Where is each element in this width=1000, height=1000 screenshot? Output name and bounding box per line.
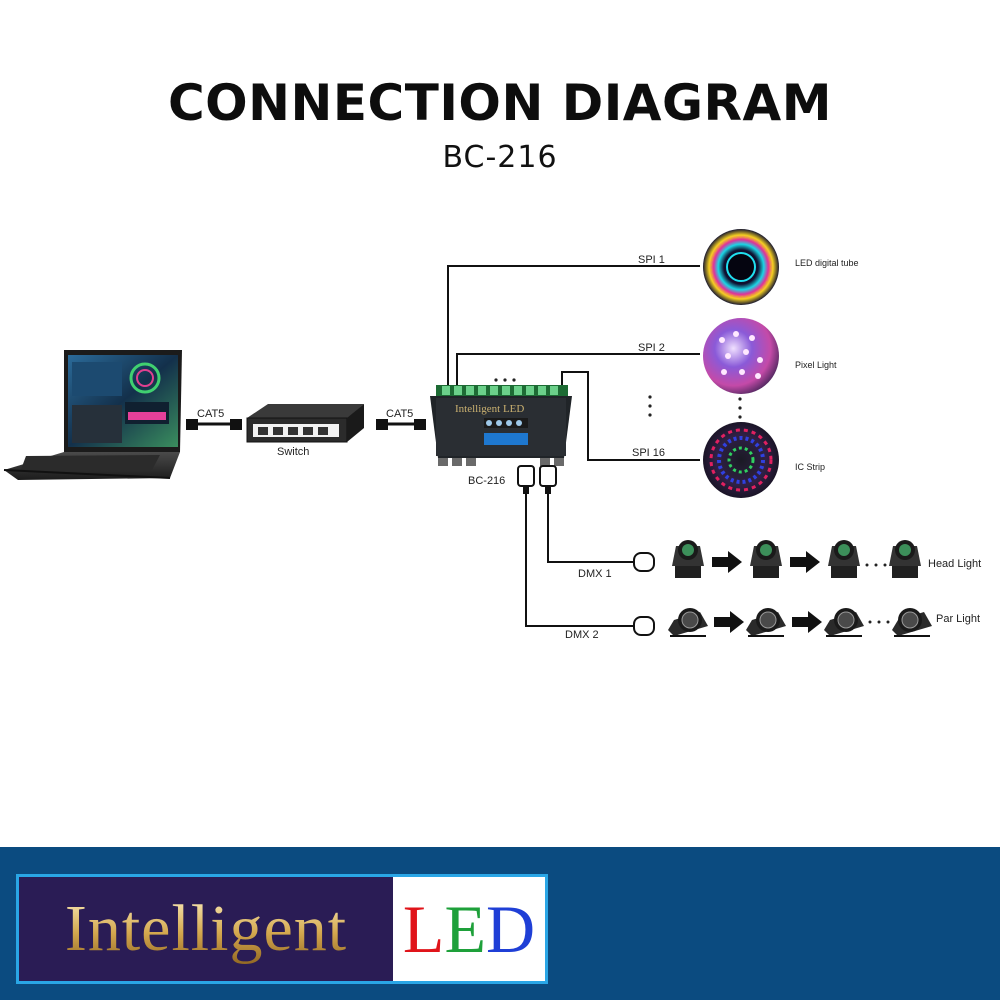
dmx-wiring bbox=[526, 494, 634, 626]
cat5-label-right: CAT5 bbox=[386, 408, 413, 420]
head-light-label: Head Light bbox=[928, 558, 981, 570]
par-light-chain bbox=[668, 608, 932, 636]
network-switch bbox=[247, 404, 364, 442]
cat5-label-left: CAT5 bbox=[197, 408, 224, 420]
ic-strip-image bbox=[703, 422, 779, 498]
cat5-cable-left bbox=[186, 419, 242, 430]
led-digital-tube-label: LED digital tube bbox=[795, 258, 859, 268]
connection-diagram: CAT5 Switch CAT5 SPI 1 SPI 2 SPI 16 bbox=[0, 0, 1000, 840]
ic-strip-label: IC Strip bbox=[795, 462, 825, 472]
switch-label: Switch bbox=[277, 446, 309, 458]
head-light-4 bbox=[889, 540, 921, 578]
head-light-1 bbox=[672, 540, 704, 578]
par-light-label: Par Light bbox=[936, 613, 980, 625]
par-light-4 bbox=[892, 608, 932, 636]
dmx-2-label: DMX 2 bbox=[565, 629, 599, 641]
spi-2-label: SPI 2 bbox=[638, 342, 665, 354]
head-light-3 bbox=[828, 540, 860, 578]
par-light-2 bbox=[746, 608, 786, 636]
controller-bc216 bbox=[430, 385, 572, 466]
logo-letter-l: L bbox=[403, 890, 445, 969]
spi-16-label: SPI 16 bbox=[632, 447, 665, 459]
logo-word-intelligent: Intelligent bbox=[65, 891, 347, 967]
controller-label: BC-216 bbox=[468, 475, 505, 487]
par-light-3 bbox=[824, 608, 864, 636]
led-digital-tube-image bbox=[703, 229, 779, 305]
logo-letter-d: D bbox=[486, 890, 535, 969]
par-light-1 bbox=[668, 608, 708, 636]
logo-left-panel: Intelligent bbox=[19, 877, 393, 981]
spi-1-label: SPI 1 bbox=[638, 254, 665, 266]
pixel-light-label: Pixel Light bbox=[795, 360, 837, 370]
logo-letter-e: E bbox=[444, 890, 486, 969]
cat5-cable-right bbox=[376, 419, 426, 430]
controller-brand: Intelligent LED bbox=[455, 403, 524, 415]
head-light-2 bbox=[750, 540, 782, 578]
laptop bbox=[4, 350, 182, 480]
dmx-1-label: DMX 1 bbox=[578, 568, 612, 580]
dmx-connectors bbox=[518, 466, 654, 635]
pixel-light-image bbox=[703, 318, 779, 394]
head-light-chain bbox=[672, 540, 921, 578]
